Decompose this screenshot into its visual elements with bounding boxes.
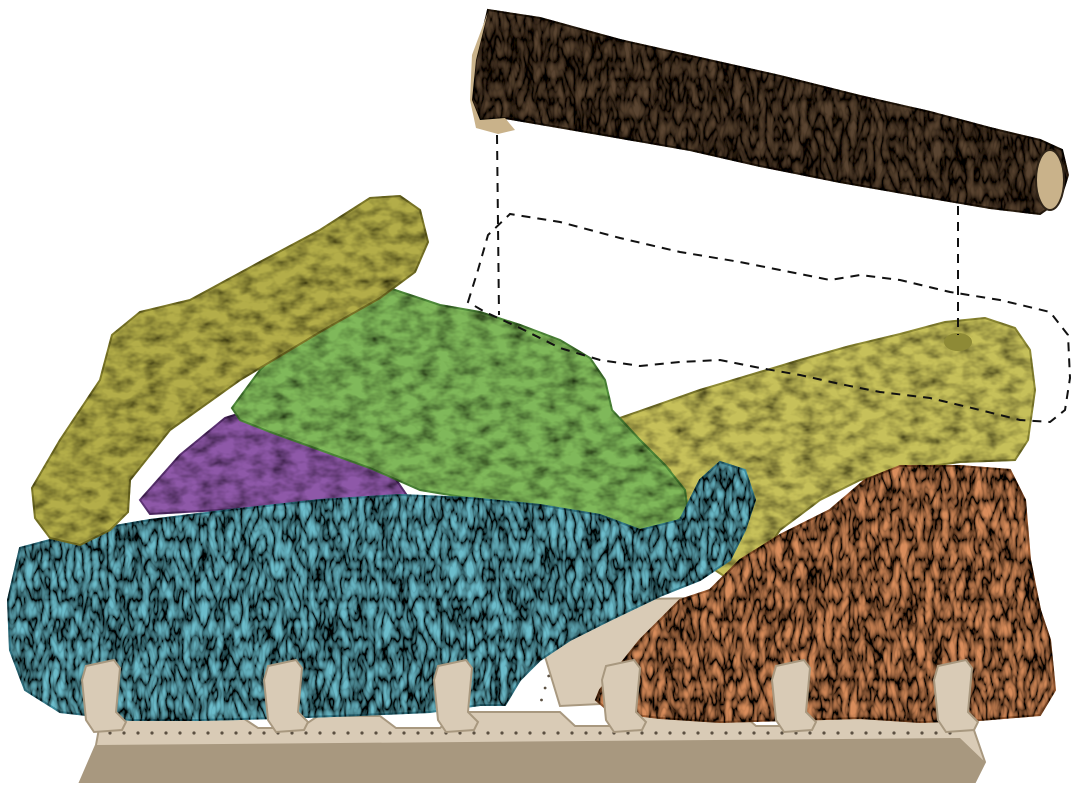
grate-hole [682,731,685,734]
top-log-lifted [470,10,1068,214]
grate-hole [696,731,699,734]
grate-hole [486,731,489,734]
grate-hole [822,731,825,734]
grate-hole [164,731,167,734]
grate-hole [892,731,895,734]
grate-hole [304,731,307,734]
grate-hole [542,731,545,734]
grate-hole [430,731,433,734]
grate-hole [934,731,937,734]
grate-rim [80,738,985,782]
grate-hole [766,731,769,734]
grate-hole [598,731,601,734]
grate-hole [346,731,349,734]
grate-hole [668,731,671,734]
grate-hole [500,731,503,734]
grate-hole [724,731,727,734]
grate-hole [220,731,223,734]
grate-hole [234,731,237,734]
grate-hole [654,731,657,734]
grate-hole [262,731,265,734]
grate-hole [570,731,573,734]
grate-hole [360,731,363,734]
grate-hole [248,731,251,734]
grate-hole [514,731,517,734]
grate-hole [864,731,867,734]
grate-hole [192,731,195,734]
grate-hole [836,731,839,734]
grate-hole [738,731,741,734]
grate-hole [920,731,923,734]
grate-hole [878,731,881,734]
grate-hole [374,731,377,734]
grate-hole [150,731,153,734]
grate-hole [850,731,853,734]
grate-hole [388,731,391,734]
grate-hole [178,731,181,734]
grate-hole [402,731,405,734]
grate-hole [332,731,335,734]
grate-hole [528,731,531,734]
top-log-cut-end [1036,150,1064,210]
grate-hole [808,731,811,734]
grate-hole [906,731,909,734]
grate-hole [752,731,755,734]
grate-hole [640,731,643,734]
grate-hole [544,687,547,690]
grate-hole [556,731,559,734]
grate-hole [540,699,543,702]
grate-hole [584,731,587,734]
grate-hole [122,731,125,734]
grate-hole [318,731,321,734]
top-log [472,10,1068,214]
grate-hole [416,731,419,734]
grate-hole [710,731,713,734]
right-back-log-knot [944,333,972,351]
grate-hole [206,731,209,734]
grate-hole [136,731,139,734]
grate-hole [472,731,475,734]
